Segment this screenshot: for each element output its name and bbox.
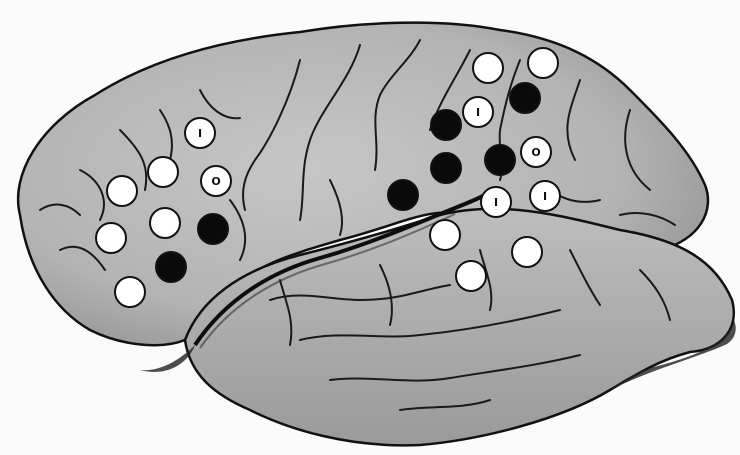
marker-label: O xyxy=(211,175,220,188)
open-marker xyxy=(148,157,178,187)
marker-circle xyxy=(388,180,418,210)
marker-circle xyxy=(528,48,558,78)
marker-label: O xyxy=(531,146,540,159)
filled-marker xyxy=(510,83,540,113)
marker-circle xyxy=(115,277,145,307)
filled-marker xyxy=(198,214,228,244)
open-marker xyxy=(430,220,460,250)
filled-marker xyxy=(431,110,461,140)
marker-circle xyxy=(96,223,126,253)
marker-circle xyxy=(510,83,540,113)
marker-circle xyxy=(156,252,186,282)
marker-circle xyxy=(431,153,461,183)
open-marker: O xyxy=(521,137,551,167)
open-marker: O xyxy=(201,166,231,196)
open-marker xyxy=(150,208,180,238)
marker-circle xyxy=(512,237,542,267)
marker-circle xyxy=(150,208,180,238)
marker-circle xyxy=(473,53,503,83)
open-marker xyxy=(512,237,542,267)
open-marker xyxy=(107,176,137,206)
marker-circle xyxy=(107,176,137,206)
marker-circle xyxy=(430,220,460,250)
marker-circle xyxy=(148,157,178,187)
marker-label: I xyxy=(494,196,498,209)
marker-circle xyxy=(198,214,228,244)
open-marker xyxy=(115,277,145,307)
marker-label: I xyxy=(476,106,480,119)
open-marker: I xyxy=(185,118,215,148)
marker-circle xyxy=(431,110,461,140)
open-marker xyxy=(456,261,486,291)
open-marker xyxy=(473,53,503,83)
filled-marker xyxy=(156,252,186,282)
filled-marker xyxy=(431,153,461,183)
open-marker xyxy=(528,48,558,78)
filled-marker xyxy=(485,145,515,175)
marker-label: I xyxy=(543,190,547,203)
marker-circle xyxy=(456,261,486,291)
marker-label: I xyxy=(198,127,202,140)
filled-marker xyxy=(388,180,418,210)
open-marker: I xyxy=(530,181,560,211)
open-marker: I xyxy=(463,97,493,127)
open-marker xyxy=(96,223,126,253)
open-marker: I xyxy=(481,187,511,217)
marker-circle xyxy=(485,145,515,175)
